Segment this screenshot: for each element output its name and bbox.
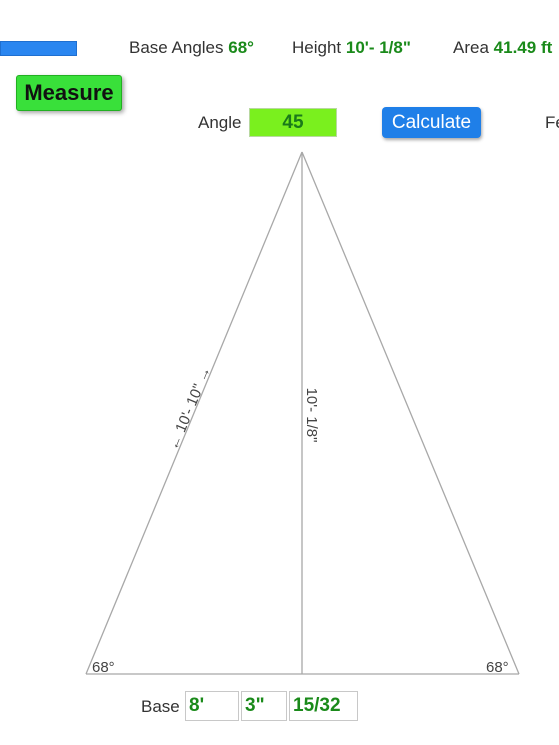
height-value: 10'- 1/8" <box>345 38 411 57</box>
base-angles-value: 68° <box>228 38 254 57</box>
area-unit: ft <box>540 38 553 57</box>
height-stat: Height 10'- 1/8" <box>292 38 411 58</box>
base-feet-input[interactable]: 8' <box>185 691 239 721</box>
angle-input[interactable]: 45 <box>249 108 337 137</box>
height-label: Height <box>292 38 342 57</box>
measure-button[interactable]: Measure <box>16 75 122 111</box>
height-dimension-label: 10'- 1/8" <box>303 388 320 443</box>
progress-bar <box>0 41 77 56</box>
area-stat: Area 41.49 ft <box>453 38 552 58</box>
base-inches-input[interactable]: 3" <box>241 691 287 721</box>
area-value: 41.49 <box>493 38 537 57</box>
area-label: Area <box>453 38 489 57</box>
base-fraction-input[interactable]: 15/32 <box>289 691 358 721</box>
base-angles-stat: Base Angles 68° <box>129 38 254 58</box>
right-side-line <box>301 151 520 675</box>
feet-label: Fe <box>545 113 559 132</box>
calculate-button[interactable]: Calculate <box>382 107 481 138</box>
left-side-line <box>85 151 303 675</box>
base-label: Base <box>141 697 180 716</box>
side-length-label: ← 10'- 10" → <box>165 364 215 453</box>
right-base-angle: 68° <box>486 659 509 676</box>
base-angles-label: Base Angles <box>129 38 224 57</box>
left-base-angle: 68° <box>92 659 115 676</box>
angle-label: Angle <box>198 113 242 132</box>
